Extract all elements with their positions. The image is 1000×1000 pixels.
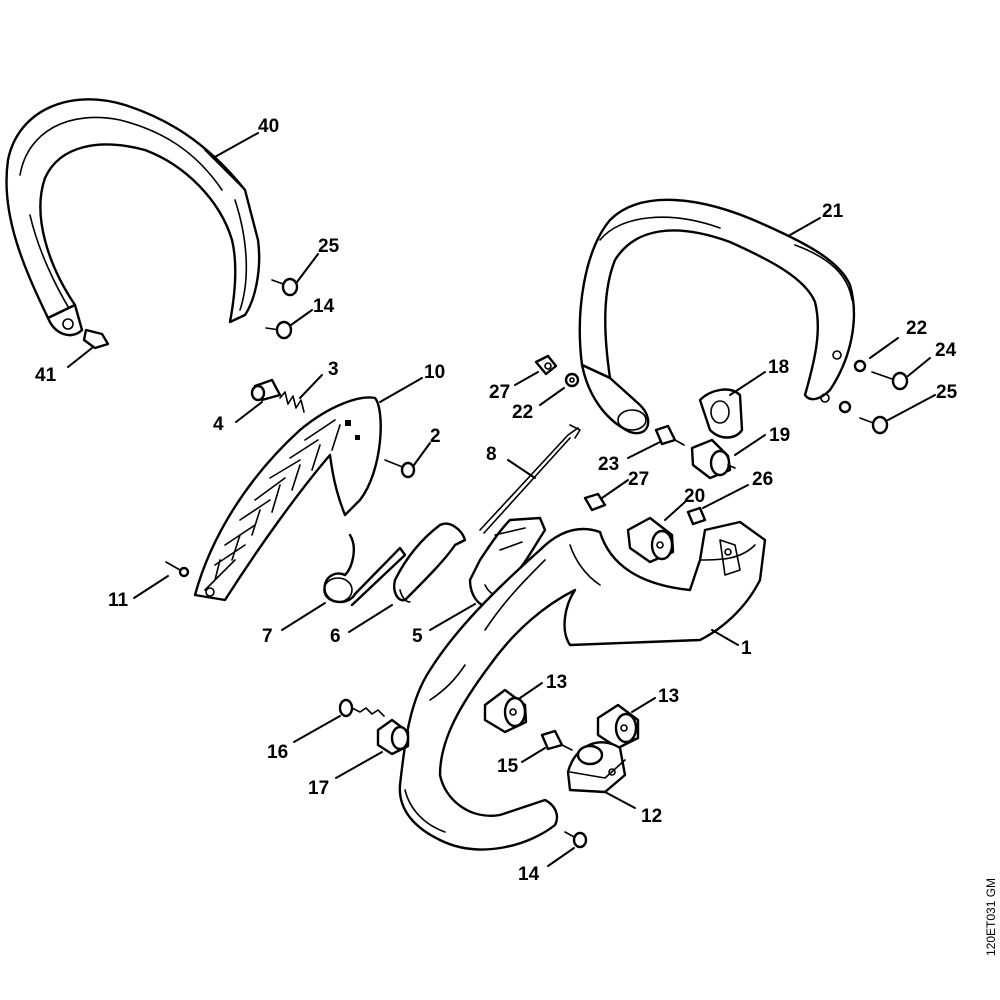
spring-part-3 [279,391,305,413]
callout-labels: 40 25 14 41 3 10 4 2 11 7 6 5 8 21 27 22… [35,116,958,885]
bracket-part-18 [698,388,744,439]
callout-40: 40 [258,116,279,137]
screw-part-14-bottom [564,831,588,849]
callout-6: 6 [330,626,341,647]
bolt-part-15 [540,729,573,751]
callout-16: 16 [267,742,288,763]
callout-17: 17 [308,778,329,799]
nut-part-27-lower [583,492,607,512]
callout-4: 4 [213,414,224,435]
handle-housing-part-1 [398,520,767,851]
callout-26: 26 [752,469,773,490]
buffer-part-20 [626,516,675,564]
throttle-rod-part-8 [479,424,581,534]
callout-22-right: 22 [906,318,927,339]
callout-12: 12 [641,806,662,827]
reference-code: 120ET031 GM [984,878,998,956]
screw-part-24 [871,371,909,391]
callout-11: 11 [108,590,129,611]
buffer-part-13-right [596,703,640,750]
callout-19: 19 [769,425,790,446]
callout-27-lower: 27 [628,469,649,490]
buffer-part-17 [376,718,410,756]
callout-10: 10 [424,362,445,383]
callout-23: 23 [598,454,619,475]
callout-2: 2 [430,426,441,447]
callout-15: 15 [497,756,519,777]
washer-part-22-right-lower [838,400,852,414]
spring-part-7 [323,533,407,607]
rear-handlebar-part-21 [578,198,856,435]
washer-part-22-upper [564,372,580,388]
screw-part-11 [165,561,190,578]
callout-13-right: 13 [658,686,679,707]
callout-41: 41 [35,365,57,386]
callout-25-left: 25 [318,236,340,257]
bracket-part-12 [566,741,627,794]
bolt-part-16 [338,698,385,718]
nut-part-27-upper [534,354,558,376]
front-handlebar-part-40 [5,98,261,337]
plunger-part-4 [250,378,282,402]
callout-13-left: 13 [546,672,567,693]
callout-3: 3 [328,359,339,380]
handle-molding-part-10 [193,396,382,602]
trigger-lever-part-6 [393,522,467,603]
callout-27-upper: 27 [489,382,510,403]
bolt-part-23 [654,424,685,446]
callout-21: 21 [822,201,844,222]
buffer-part-13-left [483,688,528,734]
nut-part-26 [686,506,707,526]
callout-14-bottom: 14 [518,864,540,885]
callout-7: 7 [262,626,273,647]
callout-1: 1 [741,638,752,659]
callout-14-left: 14 [313,296,335,317]
callout-25-right: 25 [936,382,958,403]
buffer-part-19 [690,438,736,480]
callout-5: 5 [412,626,423,647]
screw-part-25-left [271,277,299,297]
callout-24: 24 [935,340,957,361]
callout-20: 20 [684,486,705,507]
callout-22-upper: 22 [512,402,533,423]
washer-part-22-right [853,359,867,373]
stud-part-41 [82,328,110,350]
screw-part-14-left [265,320,293,340]
callout-18: 18 [768,357,789,378]
callout-8: 8 [486,444,497,465]
screw-part-2 [384,459,416,479]
screw-part-25-right [859,415,889,435]
